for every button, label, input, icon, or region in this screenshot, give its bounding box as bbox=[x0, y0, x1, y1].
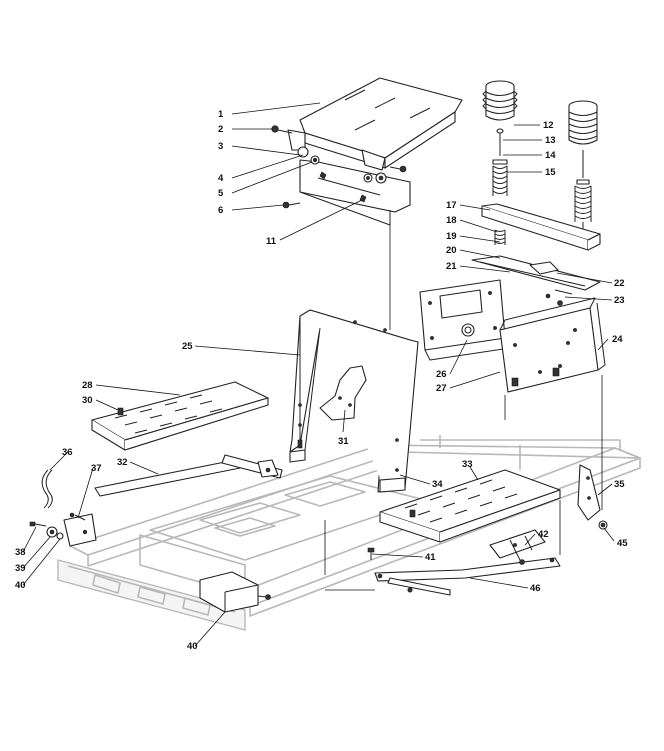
part-35-seat-pan bbox=[287, 77, 463, 171]
callout-26: 20 bbox=[446, 245, 457, 256]
part-21-footplate-right bbox=[379, 469, 561, 543]
callout-17: 41 bbox=[425, 552, 436, 563]
callout-20: 28 bbox=[82, 380, 93, 391]
part-11-fender-support bbox=[289, 309, 419, 493]
callout-39: 5 bbox=[218, 188, 224, 199]
callout-22: 30 bbox=[82, 395, 93, 406]
callout-40b: 11 bbox=[266, 236, 277, 247]
callout-14: 27 bbox=[436, 383, 447, 394]
callout-2: 38 bbox=[15, 547, 26, 558]
callout-46: 23 bbox=[614, 295, 625, 306]
seat-mount-plate-front bbox=[499, 297, 606, 393]
callout-31: 15 bbox=[545, 167, 556, 178]
spring-assembly-left bbox=[482, 80, 518, 196]
callout-28: 18 bbox=[446, 215, 457, 226]
callout-41: 31 bbox=[338, 436, 349, 447]
part-4-bracket bbox=[63, 512, 97, 547]
part-6-bracket bbox=[199, 571, 271, 613]
part-19-nut bbox=[598, 520, 608, 530]
callout-labels: 1 2 3 4 5 6 11 12 13 14 15 17 18 19 20 2… bbox=[15, 109, 628, 652]
callout-1: 36 bbox=[62, 447, 73, 458]
chassis-frame bbox=[57, 435, 641, 631]
callout-18: 42 bbox=[538, 529, 549, 540]
callout-38: 4 bbox=[218, 173, 224, 184]
callout-27: 19 bbox=[446, 231, 457, 242]
callout-32: 14 bbox=[545, 150, 556, 161]
part-18-bracket bbox=[489, 529, 546, 565]
callout-23: 32 bbox=[117, 457, 128, 468]
callout-33: 13 bbox=[545, 135, 556, 146]
callout-42: 35 bbox=[614, 479, 625, 490]
callout-3: 39 bbox=[15, 563, 26, 574]
callout-15: 24 bbox=[612, 334, 623, 345]
part-41-bracket bbox=[319, 365, 367, 421]
callout-40a: 6 bbox=[218, 205, 223, 216]
callout-13: 26 bbox=[436, 369, 447, 380]
part-42-bracket bbox=[577, 464, 601, 521]
spring-assembly-right bbox=[568, 100, 598, 235]
callout-21: 33 bbox=[462, 459, 473, 470]
callout-5: 40 bbox=[15, 580, 26, 591]
part-20-footplate-left bbox=[91, 381, 269, 451]
seat-rail-assembly bbox=[471, 255, 601, 306]
callout-12: 34 bbox=[432, 479, 443, 490]
callout-24: 46 bbox=[530, 583, 541, 594]
callout-25: 21 bbox=[446, 261, 457, 272]
callout-30: 17 bbox=[446, 200, 457, 211]
callout-6: 40 bbox=[187, 641, 198, 652]
part-24-lower-bar bbox=[374, 557, 561, 596]
callout-4: 37 bbox=[91, 463, 102, 474]
leader-lines bbox=[22, 102, 615, 647]
callout-37: 3 bbox=[218, 141, 223, 152]
seat-mount-plate-rear bbox=[419, 279, 511, 361]
part-1-clip bbox=[41, 469, 53, 509]
part-17-bolt bbox=[367, 547, 375, 560]
callout-34: 12 bbox=[543, 120, 554, 131]
callout-45: 22 bbox=[614, 278, 625, 289]
part-23-tie-bar bbox=[94, 454, 283, 497]
parts-27-28 bbox=[494, 229, 506, 245]
callout-35: 1 bbox=[218, 109, 224, 120]
part-30-spring-bracket bbox=[481, 203, 601, 251]
callout-11: 25 bbox=[182, 341, 193, 352]
parts-2-3-5-washers bbox=[29, 521, 64, 540]
callout-19: 45 bbox=[617, 538, 628, 549]
callout-36: 2 bbox=[218, 124, 223, 135]
